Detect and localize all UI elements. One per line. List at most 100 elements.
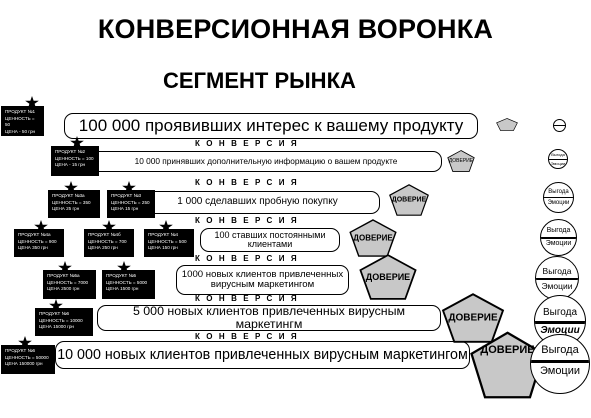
product-name: ПРОДУКТ №3а bbox=[52, 193, 85, 198]
funnel-stage-2-label: 10 000 принявших дополнительную информац… bbox=[134, 156, 398, 167]
product-price: ЦЕНА 250 грн bbox=[88, 245, 118, 251]
emotion-label: Эмоции bbox=[541, 281, 573, 291]
product-price: ЦЕНА - 15 грн bbox=[55, 162, 86, 168]
funnel-stage-1: 100 000 проявивших интерес к вашему прод… bbox=[64, 113, 478, 139]
trust-label-4: ДОВЕРИЕ bbox=[353, 233, 393, 243]
product-value: ЦЕННОСТЬ = 350 bbox=[52, 199, 91, 205]
funnel-stage-1-label: 100 000 проявивших интерес к вашему прод… bbox=[78, 116, 464, 136]
product-name: ПРОДУКТ №3 bbox=[111, 193, 142, 198]
product-price: ЦЕНА 1500 грн bbox=[106, 286, 139, 292]
circle-divider bbox=[554, 125, 565, 126]
product-name: ПРОДУКТ №5 bbox=[106, 273, 137, 278]
circle-divider bbox=[544, 197, 573, 198]
circle-divider bbox=[531, 360, 589, 363]
product-price: ЦЕНА 150 грн bbox=[148, 245, 178, 251]
product-value: ЦЕННОСТЬ = 250 bbox=[111, 199, 150, 205]
segment-subtitle: СЕГМЕНТ РЫНКА bbox=[163, 68, 356, 93]
circle-divider bbox=[535, 321, 585, 324]
product-value: ЦЕННОСТЬ = 5000 bbox=[106, 279, 148, 285]
trust-pentagon-4: ДОВЕРИЕ bbox=[347, 219, 399, 257]
conversion-label-4: КОНВЕРСИЯ bbox=[195, 254, 304, 263]
product-name: ПРОДУКТ №4 bbox=[148, 232, 179, 237]
trust-label-6: ДОВЕРИЕ bbox=[448, 312, 498, 324]
funnel-stage-6-label: 5 000 новых клиентов привлеченных вирусн… bbox=[132, 303, 406, 331]
product-name: ПРОДУКТ №2 bbox=[55, 149, 86, 154]
trust-label-3: ДОВЕРИЕ bbox=[391, 196, 427, 204]
trust-label-7: ДОВЕРИЕ bbox=[480, 343, 535, 356]
funnel-stage-7: 10 000 новых клиентов привлеченных вирус… bbox=[55, 341, 470, 369]
funnel-stage-4-label: 100 ставших постоянными клиентами bbox=[214, 229, 326, 249]
benefit-emotion-circle-7: Выгода Эмоции bbox=[530, 334, 590, 394]
product-value: ЦЕННОСТЬ = 900 bbox=[18, 238, 57, 244]
conversion-label-1: КОНВЕРСИЯ bbox=[195, 139, 304, 148]
product-name: ПРОДУКТ №1 bbox=[5, 109, 36, 114]
benefit-emotion-circle-2: Выгода Эмоции bbox=[548, 149, 568, 169]
conversion-label-2: КОНВЕРСИЯ bbox=[195, 178, 304, 187]
product-value: ЦЕННОСТЬ = 500 bbox=[148, 238, 187, 244]
product-price: ЦЕНА - 50 грн bbox=[5, 128, 36, 134]
product-price: ЦЕНА 25 грн bbox=[52, 206, 80, 212]
product-name: ПРОДУКТ №4б bbox=[88, 232, 121, 237]
emotion-label: Эмоции bbox=[550, 161, 566, 166]
trust-pentagon-5: ДОВЕРИЕ bbox=[355, 254, 421, 300]
funnel-stage-5: 1000 новых клиентов привлеченных вирусны… bbox=[176, 265, 349, 295]
product-value: ЦЕННОСТЬ = 100 bbox=[55, 155, 94, 161]
trust-label-5: ДОВЕРИЕ bbox=[365, 272, 411, 282]
product-value: ЦЕННОСТЬ = 50000 bbox=[5, 354, 49, 360]
trust-pentagon-6: ДОВЕРИЕ bbox=[440, 293, 506, 343]
circle-divider bbox=[541, 237, 576, 239]
funnel-stage-4: 100 ставших постоянными клиентами bbox=[200, 228, 340, 252]
product-value: ЦЕННОСТЬ = 10000 bbox=[39, 317, 83, 323]
product-value: ЦЕННОСТЬ = 50 bbox=[5, 115, 35, 128]
product-name: ПРОДУКТ №4а bbox=[18, 232, 51, 237]
product-price: ЦЕНА 2500 грн bbox=[47, 286, 80, 292]
emotion-label: Эмоции bbox=[547, 200, 570, 206]
funnel-stage-7-label: 10 000 новых клиентов привлеченных вирус… bbox=[57, 346, 468, 363]
circle-divider bbox=[549, 159, 567, 160]
funnel-stage-6: 5 000 новых клиентов привлеченных вирусн… bbox=[97, 303, 441, 331]
product-value: ЦЕННОСТЬ = 700 bbox=[88, 238, 127, 244]
emotion-label: Эмоции bbox=[545, 240, 572, 247]
circle-divider bbox=[536, 278, 578, 280]
product-value: ЦЕННОСТЬ = 7000 bbox=[47, 279, 89, 285]
product-name: ПРОДУКТ №5а bbox=[47, 273, 80, 278]
product-price: ЦЕНА 15 грн bbox=[111, 206, 139, 212]
emotion-label: Эмоции bbox=[540, 325, 580, 336]
trust-pentagon-3: ДОВЕРИЕ bbox=[388, 184, 430, 216]
product-name: ПРОДУКТ №6 bbox=[39, 311, 70, 316]
conversion-label-5: КОНВЕРСИЯ bbox=[195, 294, 304, 303]
trust-pentagon-2: ДОВЕРИЕ bbox=[447, 150, 475, 172]
benefit-emotion-circle-4: Выгода Эмоции bbox=[540, 219, 577, 256]
funnel-stage-2: 10 000 принявших дополнительную информац… bbox=[90, 151, 442, 172]
conversion-label-6: КОНВЕРСИЯ bbox=[195, 332, 304, 341]
emotion-label: Эмоции bbox=[539, 365, 581, 377]
product-name: ПРОДУКТ №6 bbox=[5, 348, 36, 353]
conversion-label-3: КОНВЕРСИЯ bbox=[195, 216, 304, 225]
funnel-stage-5-label: 1000 новых клиентов привлеченных вирусны… bbox=[181, 268, 344, 290]
benefit-label: Выгода bbox=[548, 189, 569, 195]
benefit-emotion-circle-3: Выгода Эмоции bbox=[543, 182, 574, 213]
trust-label-2: ДОВЕРИЕ bbox=[448, 158, 474, 164]
benefit-label: Выгода bbox=[546, 227, 571, 234]
benefit-label: Выгода bbox=[542, 307, 578, 318]
benefit-label: Выгода bbox=[551, 152, 565, 157]
benefit-label: Выгода bbox=[541, 344, 579, 356]
product-price: ЦЕНА 15000 грн bbox=[39, 324, 74, 330]
product-price: ЦЕНА 350 грн bbox=[18, 245, 48, 251]
page-title: КОНВЕРСИОННАЯ ВОРОНКА bbox=[97, 14, 494, 44]
trust-pentagon-7: ДОВЕРИЕ bbox=[470, 330, 545, 400]
benefit-label: Выгода bbox=[542, 266, 572, 276]
trust-pentagon-1 bbox=[496, 118, 518, 131]
benefit-emotion-circle-1 bbox=[553, 119, 566, 132]
funnel-stage-3: 1 000 сделавших пробную покупку bbox=[135, 191, 380, 214]
